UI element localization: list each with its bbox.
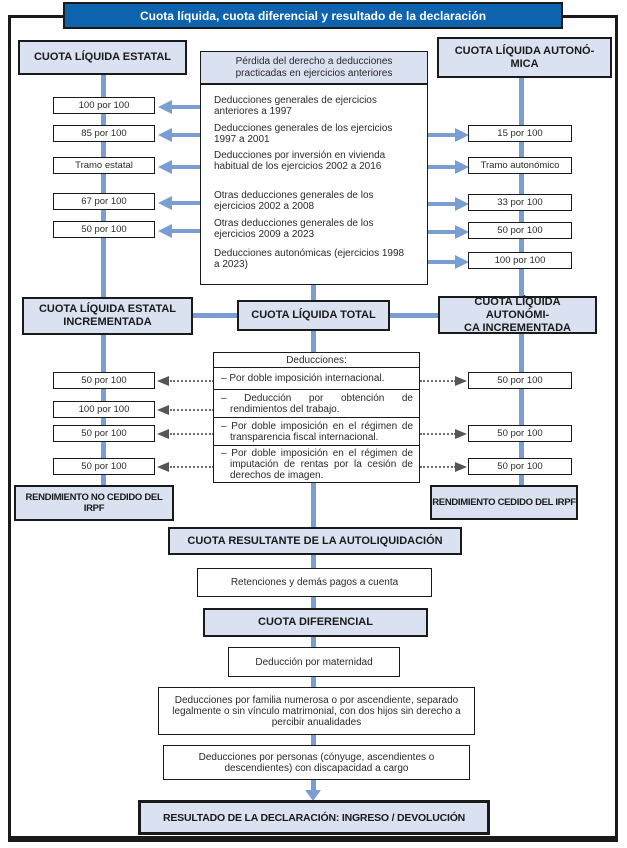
connector-center-2 bbox=[311, 330, 316, 354]
box-maternidad: Deducción por maternidad bbox=[228, 647, 400, 677]
rate-box-left: 67 por 100 bbox=[53, 193, 155, 210]
connector-right-top bbox=[519, 76, 524, 298]
connector-center-5 bbox=[311, 596, 316, 610]
box-cuota-liquida-total: CUOTA LÍQUIDA TOTAL bbox=[237, 300, 390, 331]
rate-box-right: 33 por 100 bbox=[468, 194, 572, 211]
rate-box-right: 15 por 100 bbox=[468, 125, 572, 142]
arrow-shaft bbox=[428, 133, 456, 137]
rate-box-right: 100 por 100 bbox=[468, 252, 572, 269]
rate-box-left: 85 por 100 bbox=[53, 125, 155, 142]
loss-item: Deducciones autonómicas (ejercicios 1998… bbox=[214, 248, 405, 270]
diagram-title: Cuota líquida, cuota diferencial y resul… bbox=[63, 2, 563, 29]
rate-box-left: 50 por 100 bbox=[53, 425, 155, 442]
left-arrow-icon bbox=[158, 224, 172, 238]
box-familia-numerosa: Deducciones por familia numerosa o por a… bbox=[158, 687, 475, 735]
arrow-shaft bbox=[428, 260, 456, 264]
left-arrow-icon bbox=[158, 160, 172, 174]
rate-box-left: Tramo estatal bbox=[53, 157, 155, 174]
down-arrow-icon bbox=[305, 790, 321, 801]
arrow-shaft bbox=[172, 229, 201, 233]
arrow-shaft bbox=[172, 133, 201, 137]
box-autonomica-incrementada: CUOTA LÍQUIDA AUTONÓMI- CA INCREMENTADA bbox=[438, 296, 597, 334]
box-cuota-liquida-estatal: CUOTA LÍQUIDA ESTATAL bbox=[18, 40, 187, 75]
connector-mid-right bbox=[389, 313, 439, 318]
left-arrow-icon bbox=[157, 429, 169, 439]
box-discapacidad: Deducciones por personas (cónyuge, ascen… bbox=[163, 745, 470, 780]
box-rendimiento-cedido: RENDIMIENTO CEDIDO DEL IRPF bbox=[430, 485, 578, 520]
box-cuota-liquida-autonomica: CUOTA LÍQUIDA AUTONÓ- MICA bbox=[437, 37, 612, 78]
loss-item: Deducciones generales de los ejercicios … bbox=[214, 123, 393, 145]
connector-center-8 bbox=[311, 734, 316, 747]
rate-box-right: Tramo autonómico bbox=[468, 157, 572, 174]
rate-box-left: 100 por 100 bbox=[53, 97, 155, 114]
left-arrow-icon bbox=[158, 128, 172, 142]
box-rendimiento-no-cedido: RENDIMIENTO NO CEDIDO DEL IRPF bbox=[14, 485, 174, 521]
arrow-shaft bbox=[428, 165, 456, 169]
deduccion-row: – Por doble imposición en el régimen de … bbox=[214, 446, 419, 482]
connector-center-9 bbox=[311, 779, 316, 791]
rate-box-left: 50 por 100 bbox=[53, 221, 155, 238]
box-retenciones: Retenciones y demás pagos a cuenta bbox=[197, 568, 432, 597]
deducciones-header: Deducciones: bbox=[214, 353, 419, 368]
dotted-arrow-shaft bbox=[420, 433, 456, 435]
dotted-arrow-shaft bbox=[170, 380, 214, 382]
rate-box-left: 50 por 100 bbox=[53, 372, 155, 389]
loss-item: Otras deducciones generales de los ejerc… bbox=[214, 218, 374, 240]
right-arrow-icon bbox=[455, 160, 469, 174]
box-resultado-declaracion: RESULTADO DE LA DECLARACIÓN: INGRESO / D… bbox=[138, 800, 490, 835]
loss-item: Deducciones generales de ejercicios ante… bbox=[214, 95, 377, 117]
loss-item: Deducciones por inversión en vivienda ha… bbox=[214, 150, 386, 172]
deduccion-row: – Por doble imposición en el régimen de … bbox=[214, 418, 419, 446]
deduccion-text: – Por doble imposición en el régimen de … bbox=[221, 447, 413, 481]
connector-center-6 bbox=[311, 636, 316, 649]
deduccion-text: – Por doble imposición internacional. bbox=[221, 373, 385, 384]
right-arrow-icon bbox=[455, 462, 467, 472]
right-arrow-icon bbox=[455, 255, 469, 269]
box-cuota-resultante: CUOTA RESULTANTE DE LA AUTOLIQUIDACIÓN bbox=[168, 527, 462, 555]
right-arrow-icon bbox=[455, 429, 467, 439]
deduccion-text: – Por doble imposición en el régimen de … bbox=[221, 420, 413, 443]
rate-box-right: 50 por 100 bbox=[468, 458, 572, 475]
dotted-arrow-shaft bbox=[420, 380, 456, 382]
left-arrow-icon bbox=[157, 462, 169, 472]
dotted-arrow-shaft bbox=[170, 433, 214, 435]
left-arrow-icon bbox=[157, 405, 169, 415]
box-perdida-derecho: Pérdida del derecho a deducciones practi… bbox=[200, 51, 428, 84]
connector-center-4 bbox=[311, 554, 316, 570]
right-arrow-icon bbox=[455, 376, 467, 386]
left-arrow-icon bbox=[158, 100, 172, 114]
connector-center-7 bbox=[311, 676, 316, 689]
deduccion-text: – Deducción por obtención de rendimiento… bbox=[221, 392, 413, 415]
dotted-arrow-shaft bbox=[170, 466, 214, 468]
deduccion-row: – Por doble imposición internacional. bbox=[214, 368, 419, 390]
connector-center-3 bbox=[311, 478, 316, 529]
arrow-shaft bbox=[428, 202, 456, 206]
connector-left-top bbox=[101, 74, 106, 299]
box-loss-list: Deducciones generales de ejercicios ante… bbox=[200, 84, 428, 285]
left-arrow-icon bbox=[157, 376, 169, 386]
arrow-shaft bbox=[172, 165, 201, 169]
dotted-arrow-shaft bbox=[170, 409, 214, 411]
right-arrow-icon bbox=[455, 225, 469, 239]
deduccion-row: – Deducción por obtención de rendimiento… bbox=[214, 390, 419, 418]
connector-right-mid bbox=[519, 332, 524, 487]
rate-box-right: 50 por 100 bbox=[468, 372, 572, 389]
rate-box-left: 50 por 100 bbox=[53, 458, 155, 475]
rate-box-right: 50 por 100 bbox=[468, 425, 572, 442]
left-arrow-icon bbox=[158, 196, 172, 210]
right-arrow-icon bbox=[455, 197, 469, 211]
box-deducciones: Deducciones: – Por doble imposición inte… bbox=[213, 352, 420, 483]
arrow-shaft bbox=[428, 230, 456, 234]
rate-box-left: 100 por 100 bbox=[53, 401, 155, 418]
arrow-shaft bbox=[172, 201, 201, 205]
box-estatal-incrementada: CUOTA LÍQUIDA ESTATAL INCREMENTADA bbox=[22, 297, 193, 335]
connector-mid-left bbox=[192, 313, 238, 318]
arrow-shaft bbox=[172, 105, 201, 109]
right-arrow-icon bbox=[455, 128, 469, 142]
box-cuota-diferencial: CUOTA DIFERENCIAL bbox=[203, 608, 428, 637]
dotted-arrow-shaft bbox=[420, 466, 456, 468]
rate-box-right: 50 por 100 bbox=[468, 222, 572, 239]
loss-item: Otras deducciones generales de los ejerc… bbox=[214, 190, 374, 212]
connector-center-1 bbox=[311, 285, 316, 302]
